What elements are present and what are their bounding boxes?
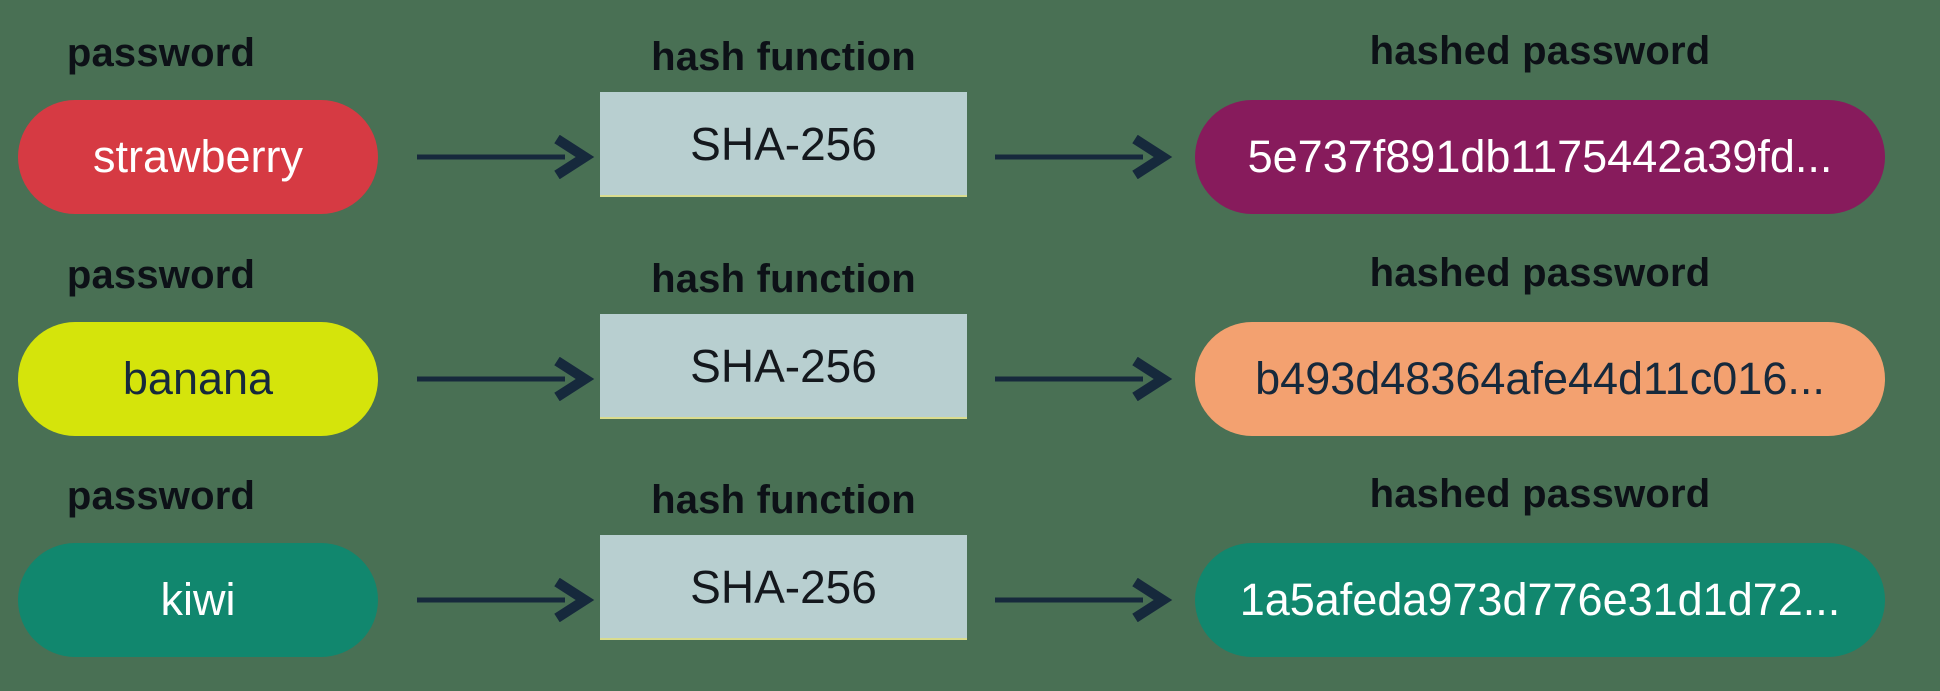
arrow-right-icon bbox=[415, 578, 595, 622]
hashed-password-pill: b493d48364afe44d11c016... bbox=[1195, 322, 1885, 436]
hash-function-label: hash function bbox=[651, 35, 916, 79]
arrow-right-icon bbox=[993, 357, 1173, 401]
hash-row: password kiwi hash function SHA-256 hash… bbox=[0, 473, 1940, 663]
hashed-password-label: hashed password bbox=[1369, 251, 1711, 295]
password-pill: banana bbox=[18, 322, 378, 436]
password-pill: strawberry bbox=[18, 100, 378, 214]
password-pill: kiwi bbox=[18, 543, 378, 657]
password-label: password bbox=[66, 31, 256, 75]
arrow-right-icon bbox=[993, 578, 1173, 622]
hashed-password-label: hashed password bbox=[1369, 472, 1711, 516]
hashed-password-pill: 1a5afeda973d776e31d1d72... bbox=[1195, 543, 1885, 657]
hash-row: password banana hash function SHA-256 ha… bbox=[0, 252, 1940, 442]
hash-function-box: SHA-256 bbox=[600, 92, 967, 197]
password-label: password bbox=[66, 253, 256, 297]
hash-row: password strawberry hash function SHA-25… bbox=[0, 30, 1940, 220]
arrow-right-icon bbox=[993, 135, 1173, 179]
hash-function-box: SHA-256 bbox=[600, 535, 967, 640]
hashed-password-pill: 5e737f891db1175442a39fd... bbox=[1195, 100, 1885, 214]
hash-function-label: hash function bbox=[651, 478, 916, 522]
arrow-right-icon bbox=[415, 135, 595, 179]
hash-function-box: SHA-256 bbox=[600, 314, 967, 419]
hash-function-label: hash function bbox=[651, 257, 916, 301]
password-label: password bbox=[66, 474, 256, 518]
hashed-password-label: hashed password bbox=[1369, 29, 1711, 73]
arrow-right-icon bbox=[415, 357, 595, 401]
